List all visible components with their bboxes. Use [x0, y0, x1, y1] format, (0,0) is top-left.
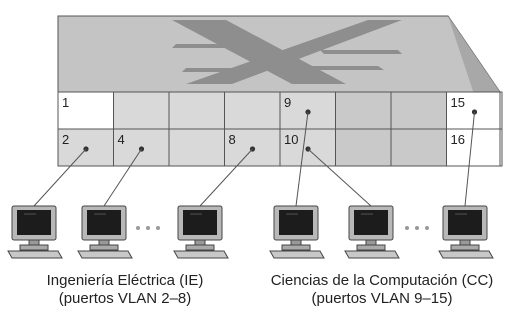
port-number-4: 4 — [118, 132, 125, 147]
switch-port-cell — [335, 91, 392, 130]
computer-icon — [7, 205, 63, 259]
cable-port-15 — [464, 111, 475, 207]
ellipsis-cc — [405, 226, 429, 230]
computer-icon — [77, 205, 133, 259]
switch-port-grid: 1 9 15 2 4 8 10 16 — [57, 91, 503, 167]
switch-x-symbol — [172, 20, 402, 84]
switch-port-cell — [335, 128, 392, 167]
cable-port-2 — [33, 148, 87, 207]
cable-group — [33, 111, 475, 207]
ie-group-ports: (puertos VLAN 2–8) — [58, 290, 192, 307]
ie-group-name: Ingeniería Eléctrica (IE) — [46, 272, 204, 289]
cable-port-4 — [103, 148, 142, 207]
cc-group-name: Ciencias de la Computación (CC) — [270, 272, 494, 289]
computer-icon — [269, 205, 325, 259]
cable-port-9 — [295, 111, 309, 207]
port-number-16: 16 — [451, 132, 465, 147]
port-number-9: 9 — [284, 95, 291, 110]
computer-icon — [438, 205, 494, 259]
ellipsis-ie — [136, 226, 160, 230]
computer-icon — [344, 205, 400, 259]
switch-port-cell — [390, 91, 447, 130]
switch-port-cell — [168, 128, 225, 167]
port-number-15: 15 — [451, 95, 465, 110]
switch-port-cell — [168, 91, 225, 130]
computer-group — [7, 205, 494, 259]
switch-port-cell — [224, 91, 281, 130]
port-number-1: 1 — [62, 95, 69, 110]
switch-port-cell — [446, 128, 503, 167]
switch-port-cell — [390, 128, 447, 167]
port-number-2: 2 — [62, 132, 69, 147]
ie-group-label: Ingeniería Eléctrica (IE) (puertos VLAN … — [0, 272, 250, 308]
cc-group-ports: (puertos VLAN 9–15) — [311, 290, 453, 307]
port-number-10: 10 — [284, 132, 298, 147]
cc-group-label: Ciencias de la Computación (CC) (puertos… — [250, 272, 514, 308]
cable-port-8 — [199, 148, 253, 207]
switch-port-cell — [113, 91, 170, 130]
port-number-8: 8 — [229, 132, 236, 147]
computer-icon — [173, 205, 229, 259]
cable-port-10 — [307, 148, 372, 207]
